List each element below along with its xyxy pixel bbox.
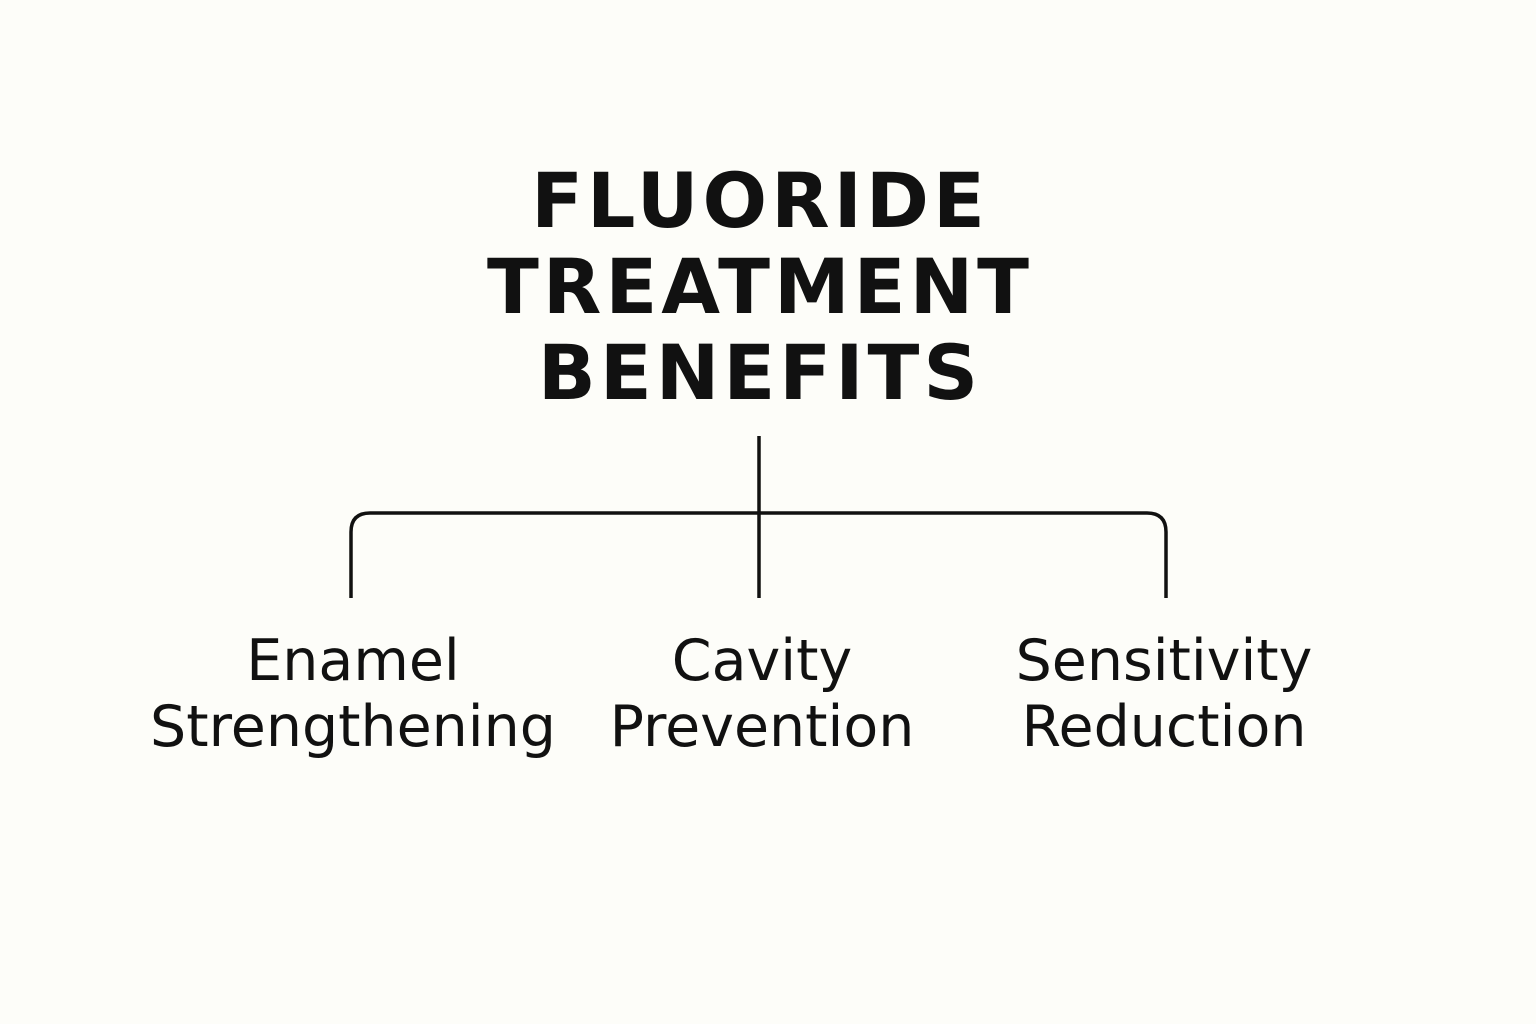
- child-1-line-2: Strengthening: [150, 694, 556, 760]
- child-3-line-1: Sensitivity: [1015, 628, 1313, 694]
- child-node-enamel-strengthening: Enamel Strengthening: [133, 628, 573, 760]
- child-3-line-2: Reduction: [1021, 694, 1307, 760]
- child-1-line-1: Enamel: [246, 628, 460, 694]
- child-2-line-1: Cavity: [671, 628, 853, 694]
- title-line-2: TREATMENT: [486, 242, 1034, 331]
- child-node-sensitivity-reduction: Sensitivity Reduction: [944, 628, 1384, 760]
- title-line-3: BENEFITS: [537, 328, 983, 417]
- title-line-1: FLUORIDE: [531, 156, 989, 245]
- branch-bracket: [349, 511, 1168, 598]
- child-2-line-2: Prevention: [609, 694, 915, 760]
- child-node-cavity-prevention: Cavity Prevention: [542, 628, 982, 760]
- diagram-title: FLUORIDE TREATMENT BENEFITS: [468, 158, 1052, 416]
